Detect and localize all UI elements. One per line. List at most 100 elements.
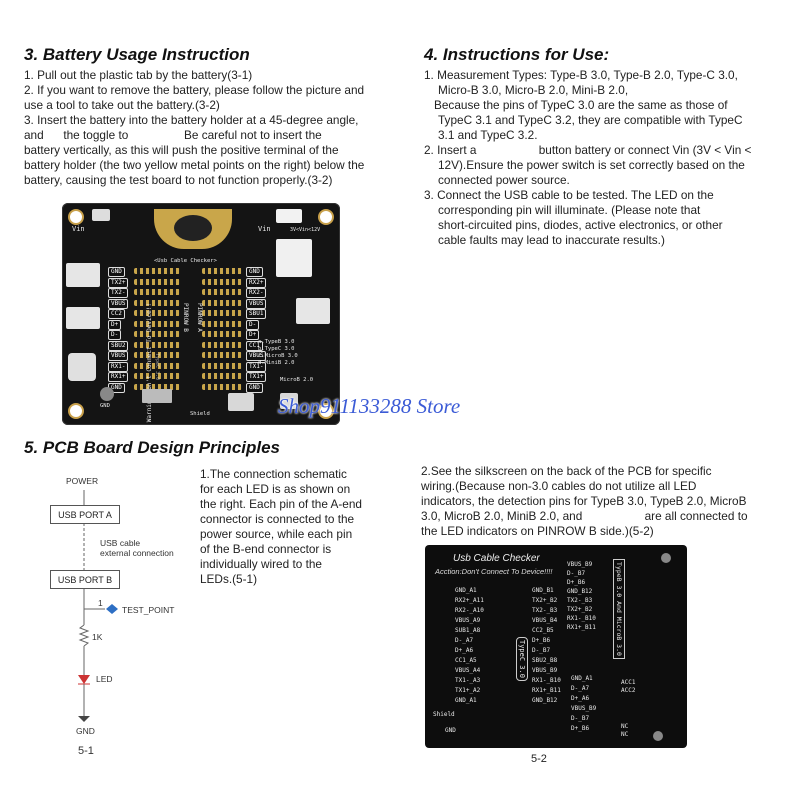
silk-pin-label: D-_A7 bbox=[455, 637, 474, 644]
led-strip bbox=[202, 373, 242, 379]
section4-line: TypeC 3.1 and TypeC 3.2, they are compat… bbox=[438, 113, 743, 127]
usb-a-port bbox=[66, 307, 100, 329]
silk-pin-label: SUB1_A8 bbox=[455, 627, 481, 634]
test-point-label: TEST_POINT bbox=[122, 605, 175, 615]
legend-item: b.TypeC 3.0 bbox=[258, 346, 295, 352]
section4-line: 3. Connect the USB cable to be tested. T… bbox=[424, 188, 714, 202]
section4-line: cable faults may lead to inaccurate resu… bbox=[438, 233, 665, 247]
silk-pin-label: VBUS_B4 bbox=[532, 617, 558, 624]
usb-port-a-box: USB PORT A bbox=[50, 505, 120, 524]
section4-title: 4. Instructions for Use: bbox=[424, 45, 610, 64]
resistor-array bbox=[142, 389, 172, 403]
gnd-label: GND bbox=[445, 727, 456, 734]
silk-pin-label: D-_A7 bbox=[571, 685, 590, 692]
section3-line: use a tool to take out the battery.(3-2) bbox=[24, 98, 220, 112]
silk-pin-label: TX2-_B3 bbox=[532, 607, 558, 614]
section4-line: 3.1 and TypeC 3.2. bbox=[438, 128, 538, 142]
section3-text: 1. Pull out the plastic tab by the batte… bbox=[24, 68, 394, 188]
led-strip bbox=[134, 299, 180, 306]
mounting-hole bbox=[653, 731, 663, 741]
mounting-hole bbox=[661, 553, 671, 563]
silk-pin-label: TX2+_B2 bbox=[532, 597, 558, 604]
silk-pin-label: D+_B6 bbox=[571, 725, 590, 732]
led-strip bbox=[202, 268, 242, 274]
pinrow-b-label: D- bbox=[246, 319, 260, 330]
schematic-5-1: POWER USB PORT A USB cable external conn… bbox=[30, 470, 200, 770]
pinrow-a-label: RX1- bbox=[108, 361, 129, 372]
usb-b3-port bbox=[296, 298, 330, 324]
pinrow-b-label: TX1+ bbox=[246, 372, 267, 382]
pinrow-b-label: VBUS bbox=[246, 298, 267, 309]
gnd-label: GND bbox=[76, 726, 95, 736]
pinrow-a-label: PINROW A bbox=[196, 303, 203, 332]
mounting-hole bbox=[68, 209, 84, 225]
silk-pin-label: GND_B12 bbox=[532, 697, 558, 704]
section5-line: power source, while each pin bbox=[200, 527, 353, 541]
section5-line: the right. Each pin of the A-end bbox=[200, 497, 362, 511]
section5-line: LEDs.(5-1) bbox=[200, 572, 258, 586]
section5b-line: wiring.(Because non-3.0 cables do not ut… bbox=[421, 479, 697, 493]
shield-label: Shield bbox=[433, 711, 455, 718]
section3-line: 1. Pull out the plastic tab by the batte… bbox=[24, 68, 253, 82]
pinrow-b-label: GND bbox=[246, 267, 263, 277]
led-strip bbox=[202, 278, 242, 285]
vin-connector bbox=[276, 209, 302, 223]
test-point-symbol bbox=[106, 604, 118, 614]
power-toggle-switch bbox=[92, 209, 110, 221]
section4-text: 1. Measurement Types: Type-B 3.0, Type-B… bbox=[424, 68, 794, 248]
section5b-line: 2.See the silkscreen on the back of the … bbox=[421, 464, 712, 478]
silk-pin-label: RX1+_B11 bbox=[567, 624, 596, 631]
section5b-line: indicators, the detection pins for TypeB… bbox=[421, 494, 747, 508]
section3-line: and the toggle to Be careful not to inse… bbox=[24, 128, 322, 142]
pinrow-a-label: TX2+ bbox=[108, 277, 129, 288]
led-strip bbox=[134, 352, 180, 358]
silk-pin-label: SBU2_B8 bbox=[532, 657, 558, 664]
led-strip bbox=[202, 341, 242, 348]
pinrow-a-label: GND bbox=[108, 267, 125, 277]
pinrow-b-label: VBUS bbox=[246, 351, 267, 361]
led-strip bbox=[202, 352, 242, 358]
pcb-back-warning: Acction:Don't Connect To Device!!!! bbox=[435, 567, 553, 576]
nc-label: NC bbox=[621, 723, 629, 730]
section5b-line: the LED indicators on PINROW B side.)(5-… bbox=[421, 524, 654, 538]
silk-pin-label: RX1-_B10 bbox=[567, 615, 596, 622]
silk-pin-label: CC1_A5 bbox=[455, 657, 477, 664]
pcb-back-title: Usb Cable Checker bbox=[453, 553, 540, 564]
microb-label: MicroB 2.0 bbox=[280, 377, 314, 383]
ground-symbol bbox=[78, 716, 90, 722]
pinrow-a-label: VBUS bbox=[108, 351, 129, 361]
pinrow-b-label: RX2- bbox=[246, 288, 267, 298]
section4-line: short-circuited pins, diodes, active ele… bbox=[438, 218, 723, 232]
pinrow-b-label: GND bbox=[246, 382, 263, 393]
battery-holder bbox=[154, 209, 232, 249]
figure-caption: 5-2 bbox=[531, 753, 547, 765]
silk-pin-label: TX1+_A2 bbox=[455, 687, 481, 694]
silk-pin-label: TX2+_B2 bbox=[567, 606, 593, 613]
section3-title: 3. Battery Usage Instruction bbox=[24, 45, 250, 64]
pinrow-b-label: RX2+ bbox=[246, 277, 267, 288]
led-strip bbox=[202, 362, 242, 369]
led-strip bbox=[202, 331, 242, 337]
typec-silk-label: TypeC 3.0 bbox=[154, 353, 160, 381]
led-symbol bbox=[78, 675, 90, 684]
led-strip bbox=[134, 331, 180, 337]
usb-b-port bbox=[276, 239, 312, 277]
mounting-hole bbox=[68, 403, 84, 419]
mounting-hole bbox=[318, 403, 334, 419]
led-strip bbox=[202, 320, 242, 327]
pinrow-a-label: SBU2 bbox=[108, 340, 129, 351]
usb-a-port bbox=[66, 263, 100, 287]
led-label: LED bbox=[96, 674, 113, 684]
mounting-hole bbox=[318, 209, 334, 225]
led-strip bbox=[134, 289, 180, 295]
silk-pin-label: RX1+_B11 bbox=[532, 687, 561, 694]
pinrow-b-label: CC1 bbox=[246, 340, 263, 351]
led-strip bbox=[202, 383, 242, 390]
section5-line: of the B-end connector is bbox=[200, 542, 332, 556]
pinrow-a-label: VBUS bbox=[108, 298, 129, 309]
silk-pin-label: VBUS_A9 bbox=[455, 617, 481, 624]
section4-line: Micro-B 3.0, Micro-B 2.0, Mini-B 2.0, bbox=[438, 83, 629, 97]
section5-line: 1.The connection schematic bbox=[200, 467, 347, 481]
silk-pin-label: D+_B6 bbox=[532, 637, 551, 644]
pinrow-a-label: TX2- bbox=[108, 288, 129, 298]
